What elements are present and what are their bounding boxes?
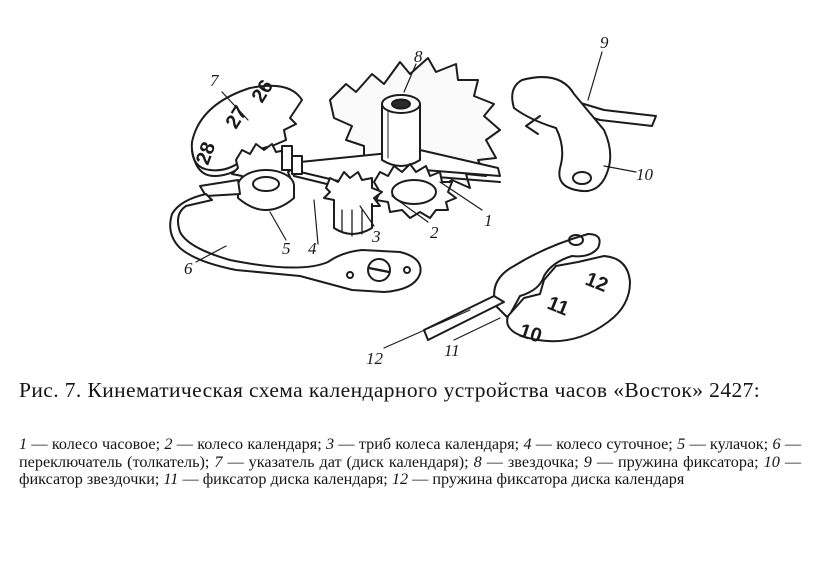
legend-entry: 10 — фиксатор звездочки; [19,453,801,489]
legend-number: 5 [677,435,686,453]
legend-entry: 11 — фиксатор диска календаря; [163,470,391,488]
label-12: 12 [366,349,384,368]
legend-text: — указатель дат (диск календаря); [222,452,474,471]
legend-entry: 7 — указатель дат (диск календаря); [214,453,473,471]
legend-text: — пружина фиксатора диска календаря [408,470,685,489]
legend-text: — фиксатор звездочки; [19,452,802,489]
legend-text: — колесо суточное; [531,435,678,453]
figure-caption: Рис. 7. Кинематическая схема календарног… [19,378,761,402]
legend-text: — колесо календаря; [172,435,326,453]
switch-lever-drawing [169,193,422,293]
label-3: 3 [371,227,381,246]
legend-text: — колесо часовое; [27,435,165,453]
legend-entry: 5 — кулачок; [677,435,772,453]
legend-number: 6 [772,435,781,453]
label-7: 7 [210,71,220,90]
legend-number: 7 [214,452,223,471]
legend-number: 12 [391,470,409,489]
fixator-10-drawing [511,76,612,192]
legend-text: — переключатель (толкатель); [19,435,802,471]
legend-number: 4 [523,435,532,453]
legend-entry: 9 — пружина фиксатора; [584,453,764,471]
leader-lines [195,51,637,349]
legend-number: 11 [163,470,179,489]
cam-drawing [199,169,295,211]
label-8: 8 [414,47,423,66]
label-2: 2 [430,223,439,242]
label-1: 1 [484,211,493,230]
post-cylinder-drawing [381,94,421,167]
fixator-11-drawing [493,233,601,319]
legend-entry: 12 — пружина фиксатора диска календаря [392,470,684,488]
calendar-digit-disk-drawing [506,255,631,343]
part-labels: 1 2 3 4 5 6 7 8 9 10 11 12 [184,33,654,368]
legend-number: 1 [19,435,28,453]
label-9: 9 [600,33,609,52]
figure-illustration: 26 27 28 12 11 10 1 2 3 4 5 6 7 8 9 10 1… [169,33,657,368]
label-11: 11 [444,341,460,360]
label-4: 4 [308,239,317,258]
legend-number: 10 [763,452,780,471]
legend-entry: 8 — звездочка; [474,453,584,471]
label-5: 5 [282,239,291,258]
legend-number: 3 [326,435,335,453]
pinion-drawing [323,171,383,237]
legend-text: — фиксатор диска календаря; [178,470,392,489]
legend-text: — триб колеса календаря; [334,435,524,453]
legend-text: — звездочка; [481,452,584,471]
legend-number: 2 [164,435,173,453]
label-10: 10 [636,165,654,184]
legend-number: 8 [473,452,482,471]
legend-entry: 4 — колесо суточное; [523,435,677,453]
legend-number: 9 [583,452,592,471]
legend-entry: 1 — колесо часовое; [19,435,164,453]
legend-text: — кулачок; [685,435,773,453]
spring-12-drawing [423,295,505,341]
legend-entry: 2 — колесо календаря; [164,435,326,453]
legend-text: — пружина фиксатора; [591,452,764,471]
legend-entry: 3 — триб колеса календаря; [326,435,523,453]
figure-legend: 1 — колесо часовое; 2 — колесо календаря… [19,435,801,489]
legend-entry: 6 — переключатель (толкатель); [19,435,801,471]
label-6: 6 [184,259,193,278]
calendar-wheel-drawing [373,163,457,219]
